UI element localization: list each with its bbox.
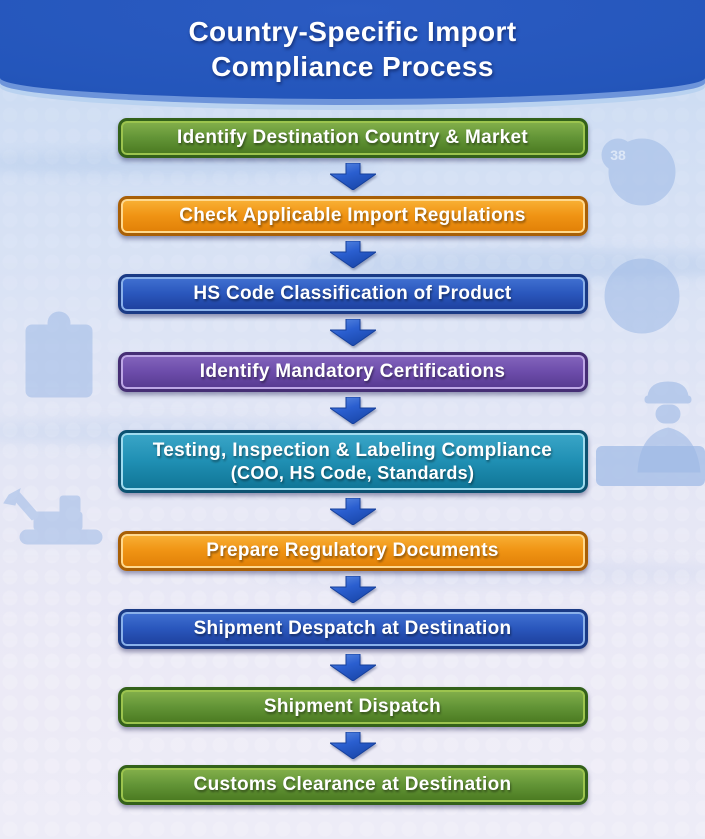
step-label: Check Applicable Import Regulations: [179, 205, 526, 226]
down-arrow-icon: [329, 241, 376, 268]
step-label: Shipment Despatch at Destination: [193, 618, 512, 639]
step-label: Customs Clearance at Destination: [193, 774, 512, 795]
down-arrow-icon: [329, 732, 376, 759]
down-arrow-icon: [329, 654, 376, 681]
step-box: Prepare Regulatory Documents: [117, 531, 588, 571]
step-label: Prepare Regulatory Documents: [206, 540, 499, 561]
step-sublabel: (COO, HS Code, Standards): [230, 462, 475, 483]
page-title: Country-Specific Import Compliance Proce…: [0, 14, 705, 84]
step-box: Customs Clearance at Destination: [117, 765, 588, 805]
down-arrow-icon: [329, 319, 376, 346]
step-label: HS Code Classification of Product: [193, 283, 512, 304]
step-box: Identify Mandatory Certifications: [117, 352, 588, 392]
down-arrow-icon: [329, 576, 376, 603]
page-title-line2: Compliance Process: [211, 51, 494, 82]
step-box: Check Applicable Import Regulations: [117, 196, 588, 236]
step-label: Testing, Inspection & Labeling Complianc…: [152, 439, 553, 461]
step-box: Testing, Inspection & Labeling Complianc…: [117, 430, 588, 493]
header-banner: Country-Specific Import Compliance Proce…: [0, 0, 705, 112]
step-box: HS Code Classification of Product: [117, 274, 588, 314]
page-title-line1: Country-Specific Import: [188, 16, 517, 47]
step-box: Shipment Dispatch: [117, 687, 588, 727]
step-label: Identify Mandatory Certifications: [199, 361, 506, 382]
step-box: Identify Destination Country & Market: [117, 118, 588, 158]
step-box: Shipment Despatch at Destination: [117, 609, 588, 649]
step-label: Shipment Dispatch: [263, 696, 442, 717]
down-arrow-icon: [329, 397, 376, 424]
down-arrow-icon: [329, 498, 376, 525]
header-background: [0, 0, 705, 99]
step-label: Identify Destination Country & Market: [176, 127, 529, 148]
down-arrow-icon: [329, 163, 376, 190]
